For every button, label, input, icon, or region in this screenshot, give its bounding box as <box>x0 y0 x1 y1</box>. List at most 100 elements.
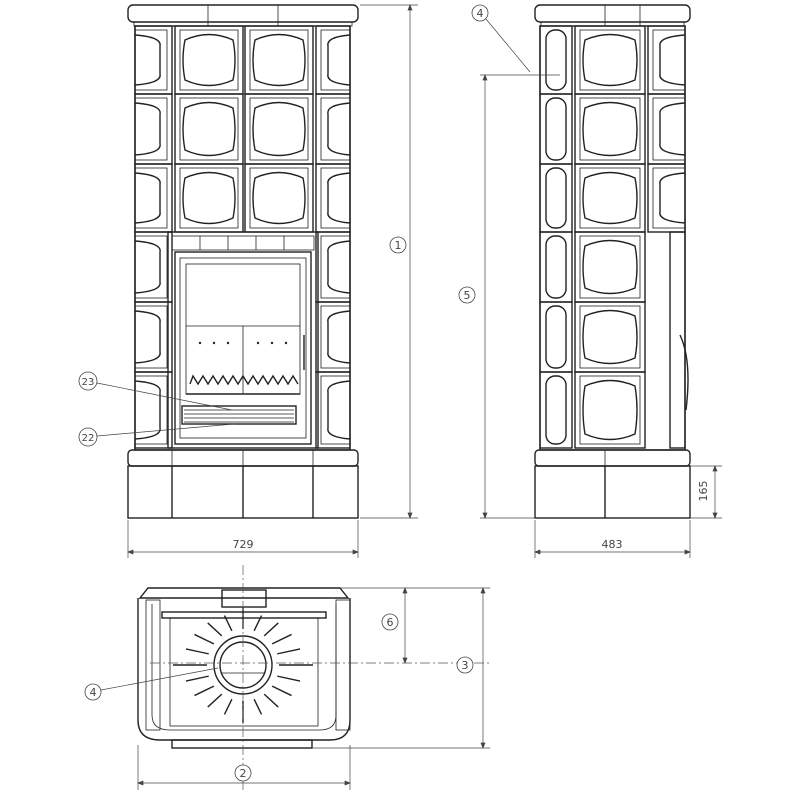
dimension-arrow <box>402 657 408 664</box>
door-glass-frame <box>179 257 307 439</box>
firebox-rivet <box>212 341 216 345</box>
front-view <box>127 4 359 519</box>
dimension-arrow <box>402 587 408 594</box>
firebox-lintel <box>171 235 315 251</box>
corner-tile-panel <box>659 172 686 224</box>
radial-rib <box>277 675 301 682</box>
radial-rib <box>207 622 223 637</box>
corner-tile-inner <box>320 167 351 229</box>
tile-panel <box>252 33 306 87</box>
dimension-arrow <box>534 549 541 555</box>
corner-tile-panel <box>659 34 686 86</box>
tile-inner <box>179 29 239 91</box>
side-corner-panel <box>545 305 567 369</box>
top-flue-collar <box>221 589 267 608</box>
dimension-arrow <box>684 549 691 555</box>
top-front-door <box>171 739 313 749</box>
dimension-arrow <box>712 512 718 519</box>
corner-tile-inner <box>320 97 351 161</box>
corner-tile-panel <box>134 240 161 294</box>
callout-2-label: 2 <box>240 767 247 780</box>
air-vent <box>181 405 297 425</box>
radial-rib <box>263 693 279 708</box>
tile-inner <box>249 167 309 229</box>
tile-inner <box>249 29 309 91</box>
tile-panel <box>582 309 638 365</box>
radial-rib <box>253 615 263 632</box>
tile-inner <box>249 97 309 161</box>
radial-rib <box>277 648 301 655</box>
radial-rib <box>185 648 209 655</box>
top-hearth <box>169 617 319 727</box>
radial-rib <box>223 615 233 632</box>
callout-1: 1 <box>389 236 407 254</box>
tile-panel <box>582 101 638 157</box>
firebox-frame <box>167 231 319 449</box>
dimension-lines <box>96 4 722 790</box>
corner-tile-panel <box>327 34 351 86</box>
plinth-slab <box>534 449 691 467</box>
side-corner-tile <box>539 371 573 449</box>
tile <box>574 25 646 95</box>
dimension-arrow <box>482 512 488 519</box>
callout-4-top: 4 <box>84 683 102 701</box>
callout-22-label: 22 <box>82 433 95 444</box>
corner-tile-panel <box>327 380 351 440</box>
dimension-arrow <box>407 4 413 11</box>
dimension-arrow <box>137 780 144 786</box>
corner-tile-panel <box>134 172 161 224</box>
dimension-arrow <box>480 742 486 749</box>
dimension-arrow <box>352 549 359 555</box>
callout-1-label: 1 <box>395 239 402 252</box>
firebox-rivet <box>198 341 202 345</box>
tile-panel <box>582 171 638 225</box>
leader-4-side <box>485 18 531 73</box>
dimension-depth-label: 483 <box>602 538 623 551</box>
dimension-arrow <box>127 549 134 555</box>
plinth-base <box>534 465 691 519</box>
corner-tile-panel <box>134 34 161 86</box>
corner-tile <box>134 231 173 303</box>
firebox-rivet <box>284 341 288 345</box>
corner-tile-inner <box>134 167 168 229</box>
callout-22: 22 <box>78 427 98 447</box>
callout-5: 5 <box>458 286 476 304</box>
corner-tile-panel <box>327 240 351 294</box>
tile-inner <box>579 97 641 161</box>
tile <box>244 25 314 95</box>
side-firebox-frame <box>669 231 686 449</box>
tile-panel <box>582 33 638 87</box>
leader-22 <box>96 423 235 437</box>
top-inner-outline <box>151 604 337 731</box>
tile <box>244 163 314 233</box>
radial-rib <box>185 675 209 682</box>
corner-tile <box>647 93 686 165</box>
tile-panel <box>182 171 236 225</box>
radial-rib <box>271 633 292 645</box>
side-corner-tile <box>539 301 573 373</box>
corner-tile-inner <box>134 305 168 369</box>
tile-panel <box>582 239 638 295</box>
tile <box>574 301 646 373</box>
corner-tile-panel <box>327 310 351 364</box>
firebox-rivet <box>256 341 260 345</box>
top-back-edge <box>138 587 350 599</box>
callout-6-label: 6 <box>387 616 394 629</box>
radial-rib <box>263 622 279 637</box>
firebox-rivet <box>270 341 274 345</box>
side-corner-panel <box>545 375 567 445</box>
fire-door <box>174 251 312 445</box>
callout-4-top-label: 4 <box>90 686 97 699</box>
side-corner-panel <box>545 235 567 299</box>
tile-inner <box>579 235 641 299</box>
tile <box>574 93 646 165</box>
tile-inner <box>579 167 641 229</box>
side-corner-tile <box>539 93 573 165</box>
side-corner-panel <box>545 167 567 229</box>
radial-rib <box>194 685 215 697</box>
side-corner-tile <box>539 163 573 233</box>
tile <box>574 231 646 303</box>
top-view <box>137 565 490 790</box>
side-corner-tile <box>539 25 573 95</box>
